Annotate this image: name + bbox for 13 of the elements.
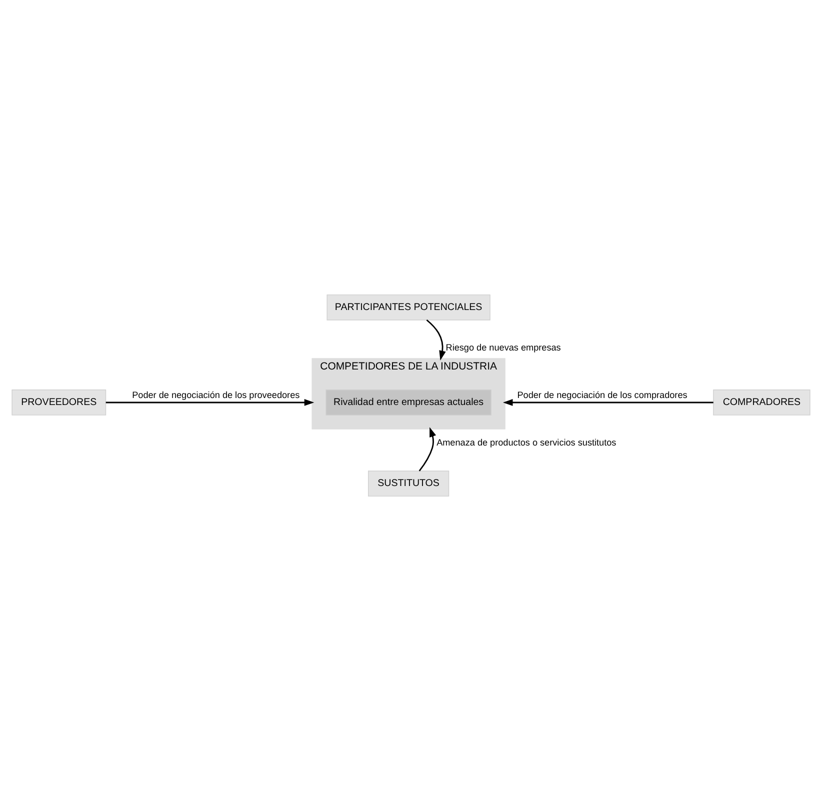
node-box: COMPRADORES [713,389,810,415]
edge-label: Poder de negociación de los proveedores [132,389,300,400]
arrow [106,398,314,406]
node-box: SUSTITUTOS [368,470,450,496]
arrow [502,398,714,406]
node-box: PARTICIPANTES POTENCIALES [326,294,490,320]
edge-label: Amenaza de productos o servicios sustitutos [436,436,616,447]
node-box: Rivalidad entre empresas actuales [326,389,492,415]
arrow [418,426,436,471]
edge-label: Poder de negociación de los compradores [517,389,688,400]
edge-label: Riesgo de nuevas empresas [446,342,561,352]
arrow [426,318,446,360]
node-box: PROVEEDORES [12,389,106,415]
